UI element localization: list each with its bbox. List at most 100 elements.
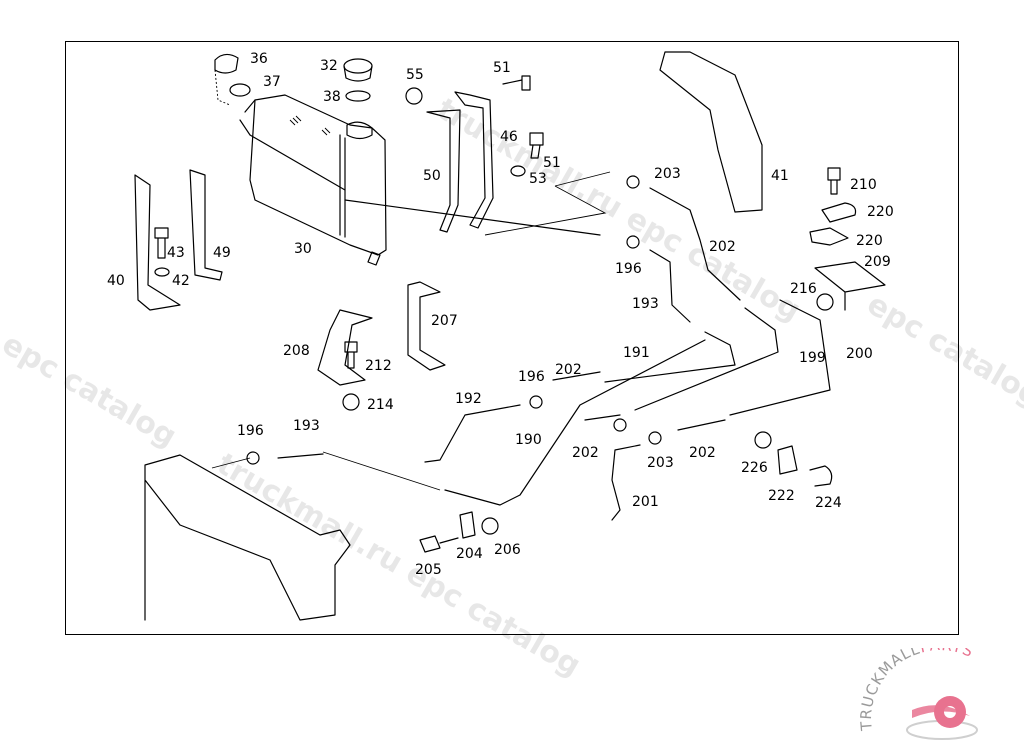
- part-hose-202-pieces[interactable]: [552, 371, 726, 431]
- part-pipe-192[interactable]: [424, 404, 521, 463]
- callout-200[interactable]: 200: [846, 346, 873, 362]
- callout-196a[interactable]: 196: [237, 423, 264, 439]
- part-bracket-40[interactable]: [134, 174, 181, 311]
- part-clip-220a[interactable]: [821, 202, 857, 223]
- callout-labels: 36 37 32 38 55 51 46 51 53 50 30 43 49 4…: [107, 51, 894, 578]
- callout-214[interactable]: 214: [367, 397, 394, 413]
- part-clamp-196c[interactable]: [529, 395, 543, 409]
- callout-202a[interactable]: 202: [709, 239, 736, 255]
- callout-51a[interactable]: 51: [493, 60, 511, 76]
- callout-191[interactable]: 191: [623, 345, 650, 361]
- part-bolt-210[interactable]: [827, 167, 841, 195]
- callout-51b[interactable]: 51: [543, 155, 561, 171]
- callout-216[interactable]: 216: [790, 281, 817, 297]
- part-pipe-191[interactable]: [604, 331, 736, 383]
- callout-199[interactable]: 199: [799, 350, 826, 366]
- part-clip-222[interactable]: [777, 445, 798, 475]
- callout-210[interactable]: 210: [850, 177, 877, 193]
- gear-icon: [912, 696, 970, 728]
- part-nut-216[interactable]: [816, 293, 834, 311]
- callout-37[interactable]: 37: [263, 74, 281, 90]
- callout-40[interactable]: 40: [107, 273, 125, 289]
- callout-203a[interactable]: 203: [654, 166, 681, 182]
- part-nut-214[interactable]: [342, 393, 360, 411]
- callout-209[interactable]: 209: [864, 254, 891, 270]
- part-bracket-208[interactable]: [317, 309, 373, 386]
- callout-212[interactable]: 212: [365, 358, 392, 374]
- callout-220a[interactable]: 220: [867, 204, 894, 220]
- callout-36[interactable]: 36: [250, 51, 268, 67]
- part-washer-53[interactable]: [510, 165, 526, 177]
- callout-193a[interactable]: 193: [632, 296, 659, 312]
- part-clamp-203c[interactable]: [648, 431, 662, 445]
- callout-224[interactable]: 224: [815, 495, 842, 511]
- part-nut-55[interactable]: [405, 87, 423, 105]
- callout-196c[interactable]: 196: [518, 369, 545, 385]
- callout-46[interactable]: 46: [500, 129, 518, 145]
- callout-55[interactable]: 55: [406, 67, 424, 83]
- part-cap-36[interactable]: [214, 53, 239, 106]
- watermark-text: truckmall.ru epc catalog: [211, 447, 586, 684]
- callout-196b[interactable]: 196: [615, 261, 642, 277]
- part-bolt-43[interactable]: [154, 227, 169, 259]
- callout-202b[interactable]: 202: [555, 362, 582, 378]
- callout-30[interactable]: 30: [294, 241, 312, 257]
- part-cap-32[interactable]: [343, 58, 373, 82]
- callout-207[interactable]: 207: [431, 313, 458, 329]
- callout-190[interactable]: 190: [515, 432, 542, 448]
- callout-206[interactable]: 206: [494, 542, 521, 558]
- callout-41[interactable]: 41: [771, 168, 789, 184]
- part-clip-220b[interactable]: [809, 227, 849, 246]
- part-clamp-203a[interactable]: [626, 175, 640, 189]
- part-clamp-196b[interactable]: [626, 235, 640, 249]
- callout-53[interactable]: 53: [529, 171, 547, 187]
- callout-202c[interactable]: 202: [572, 445, 599, 461]
- callout-204[interactable]: 204: [456, 546, 483, 562]
- callout-193b[interactable]: 193: [293, 418, 320, 434]
- callout-43[interactable]: 43: [167, 245, 185, 261]
- callout-208[interactable]: 208: [283, 343, 310, 359]
- callout-50[interactable]: 50: [423, 168, 441, 184]
- callout-222[interactable]: 222: [768, 488, 795, 504]
- part-hose-193[interactable]: [649, 249, 691, 323]
- part-nut-206[interactable]: [481, 517, 499, 535]
- part-seal-37[interactable]: [229, 83, 251, 97]
- part-bracket-209[interactable]: [814, 261, 886, 311]
- callout-32[interactable]: 32: [320, 58, 338, 74]
- part-bracket-49[interactable]: [189, 169, 223, 281]
- part-pipe-201[interactable]: [611, 444, 641, 521]
- callout-49[interactable]: 49: [213, 245, 231, 261]
- part-hose-202[interactable]: [649, 187, 741, 301]
- callout-192[interactable]: 192: [455, 391, 482, 407]
- part-expansion-tank[interactable]: [239, 94, 601, 266]
- part-washer-42[interactable]: [154, 267, 170, 277]
- part-bolt-51[interactable]: [502, 75, 531, 91]
- part-clamp-203b[interactable]: [613, 418, 627, 432]
- part-seal-38[interactable]: [345, 90, 371, 102]
- part-bracket-41[interactable]: [659, 51, 763, 213]
- part-bolt-212[interactable]: [344, 341, 358, 369]
- callout-201[interactable]: 201: [632, 494, 659, 510]
- part-bolt-205[interactable]: [419, 535, 459, 553]
- part-nut-226[interactable]: [754, 431, 772, 449]
- callout-42[interactable]: 42: [172, 273, 190, 289]
- callout-205[interactable]: 205: [415, 562, 442, 578]
- part-hose-193b[interactable]: [277, 453, 324, 459]
- part-clamp-196a[interactable]: [246, 451, 260, 465]
- callout-220b[interactable]: 220: [856, 233, 883, 249]
- callout-203b[interactable]: 203: [647, 455, 674, 471]
- watermark-text: epc catalog: [0, 327, 182, 455]
- truckmall-parts-logo: TRUCKMALLPARTS: [857, 648, 978, 740]
- part-pipe-190[interactable]: [444, 339, 706, 506]
- part-strap-50[interactable]: [426, 91, 494, 233]
- part-clip-204[interactable]: [459, 511, 476, 539]
- part-bracket-207[interactable]: [407, 281, 446, 371]
- part-pipe-199[interactable]: [634, 307, 779, 411]
- part-bolt-224[interactable]: [809, 465, 833, 487]
- part-bolt-46[interactable]: [529, 132, 544, 159]
- callout-226[interactable]: 226: [741, 460, 768, 476]
- callout-38[interactable]: 38: [323, 89, 341, 105]
- part-pipe-200[interactable]: [729, 299, 831, 416]
- callout-202d[interactable]: 202: [689, 445, 716, 461]
